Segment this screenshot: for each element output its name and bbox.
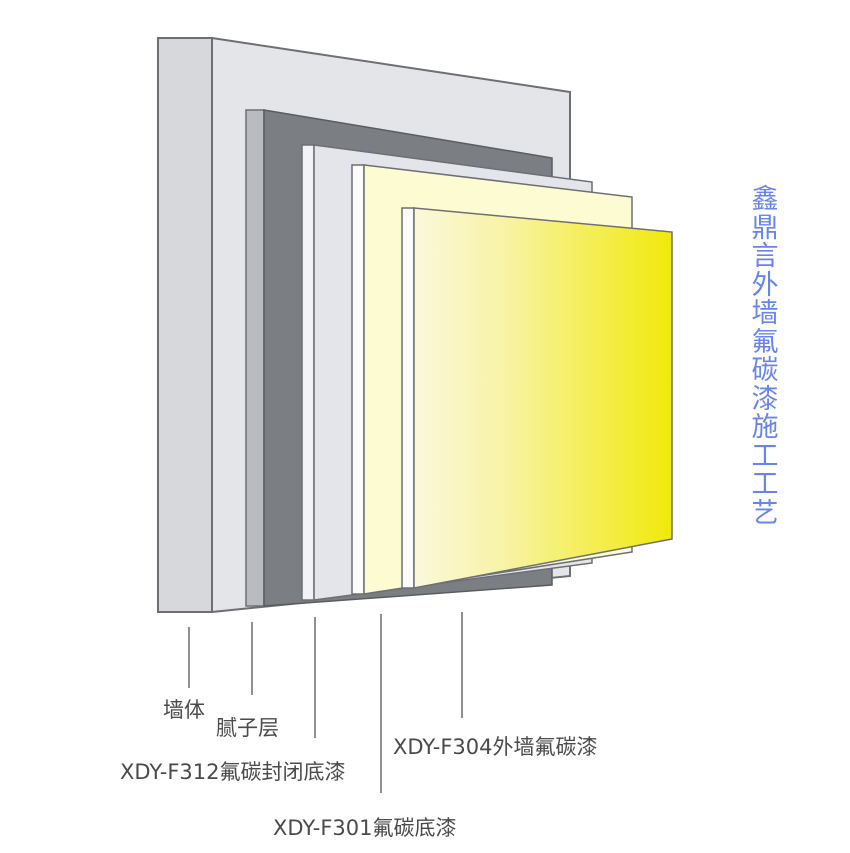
label-topcoat: XDY-F304外墙氟碳漆 [393,735,598,759]
label-wall: 墙体 [163,698,205,722]
vertical-title: 鑫鼎言外墙氟碳漆施工工艺 [751,184,779,529]
label-sealer-primer: XDY-F312氟碳封闭底漆 [120,760,346,784]
topcoat-panel [401,207,673,589]
label-primer: XDY-F301氟碳底漆 [273,816,457,840]
label-putty: 腻子层 [216,716,279,740]
